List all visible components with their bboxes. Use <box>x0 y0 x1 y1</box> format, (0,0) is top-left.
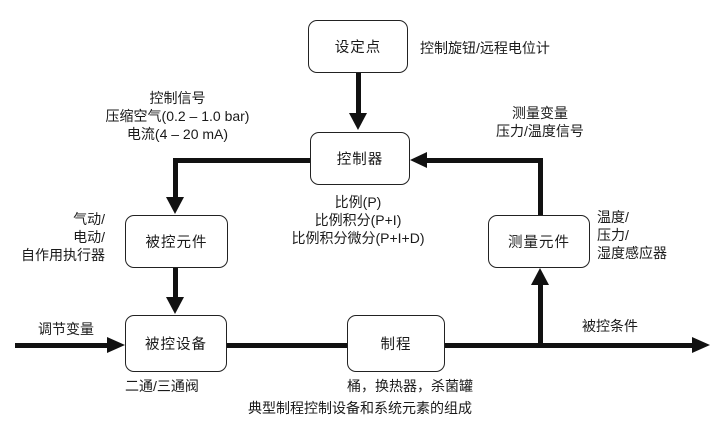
controller-box-label: 控制器 <box>336 152 384 168</box>
setpoint-box-label: 设定点 <box>334 40 382 56</box>
control-signal-label: 控制信号 压缩空气(0.2 – 1.0 bar) 电流(4 – 20 mA) <box>105 90 250 142</box>
arrowhead-up-icon <box>531 268 549 285</box>
actuator-types-label: 气动/ 电动/ 自作用执行器 <box>21 211 105 263</box>
process-examples-label: 桶，换热器，杀菌罐 <box>347 378 473 394</box>
final-control-element-box-label: 被控元件 <box>145 235 208 251</box>
manipulated-variable-label: 调节变量 <box>38 321 94 337</box>
arrowhead-right-icon <box>692 337 710 353</box>
measured-variable-label: 测量变量 压力/温度信号 <box>496 105 584 139</box>
final-control-element-box: 被控元件 <box>125 215 228 268</box>
arrowhead-down-icon <box>166 197 184 214</box>
setpoint-box: 设定点 <box>308 20 408 73</box>
arrowhead-down-icon <box>349 113 367 130</box>
mainline-mid-segment <box>227 343 347 348</box>
setpoint-note-label: 控制旋钮/远程电位计 <box>420 40 550 56</box>
valve-types-label: 二通/三通阀 <box>125 378 199 394</box>
arrowhead-down-icon <box>166 297 184 314</box>
mainline-to-measuring-line <box>538 284 543 348</box>
arrowhead-right-icon <box>107 337 125 353</box>
element-to-device-line <box>173 268 178 298</box>
controller-box: 控制器 <box>310 132 410 185</box>
process-box-label: 制程 <box>380 337 412 353</box>
measuring-element-box: 测量元件 <box>488 215 590 268</box>
measuring-to-controller-hline <box>426 158 543 163</box>
controlled-device-box-label: 被控设备 <box>145 337 207 353</box>
sensor-types-label: 温度/ 压力/ 湿度感应器 <box>597 209 667 261</box>
arrowhead-left-icon <box>410 152 427 168</box>
measuring-to-controller-vline <box>538 158 543 215</box>
mainline-right-segment <box>445 343 692 348</box>
controller-to-element-hline <box>173 158 310 163</box>
diagram-caption: 典型制程控制设备和系统元素的组成 <box>248 400 472 416</box>
control-modes-label: 比例(P) 比例积分(P+I) 比例积分微分(P+I+D) <box>291 194 425 246</box>
setpoint-to-controller-line <box>356 73 361 113</box>
controlled-device-box: 被控设备 <box>125 315 227 372</box>
controlled-condition-label: 被控条件 <box>582 318 638 334</box>
controller-to-element-vline <box>173 158 178 198</box>
mainline-left-segment <box>15 343 107 348</box>
process-box: 制程 <box>347 315 445 372</box>
measuring-element-box-label: 测量元件 <box>508 235 570 251</box>
